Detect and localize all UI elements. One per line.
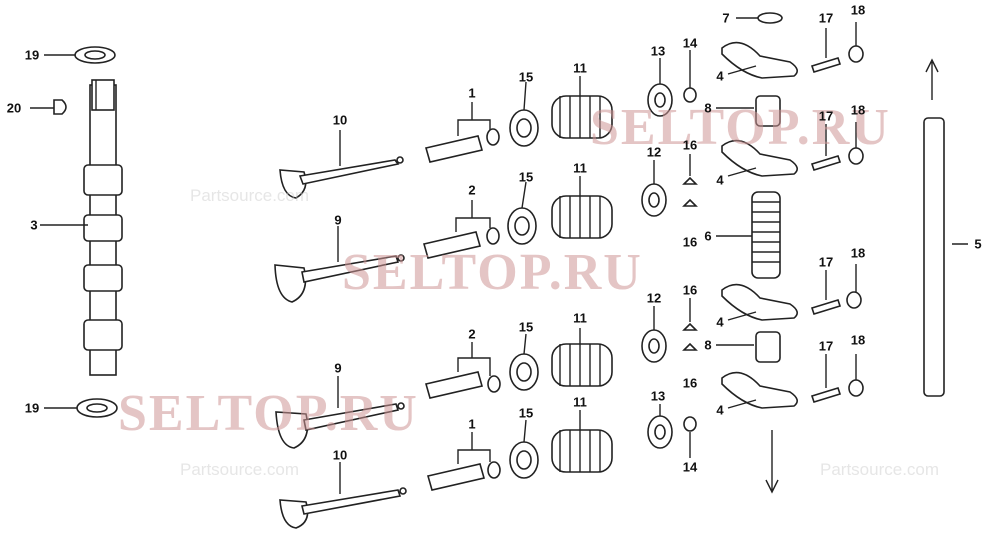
label-15-b: 15 <box>518 169 534 185</box>
label-13-top: 13 <box>650 43 666 59</box>
label-15-c: 15 <box>518 319 534 335</box>
label-17-b: 17 <box>818 108 834 124</box>
label-1-bottom: 1 <box>468 416 476 432</box>
label-4-b: 4 <box>716 172 724 188</box>
label-9-top: 9 <box>334 212 342 228</box>
label-12-top: 12 <box>646 144 662 160</box>
label-8-top: 8 <box>704 100 712 116</box>
watermark-main-3: SELTOP.RU <box>118 385 419 442</box>
watermark-sub-2: Partsource.com <box>180 460 300 479</box>
label-20: 20 <box>6 100 22 116</box>
label-9-bottom: 9 <box>334 360 342 376</box>
label-11-d: 11 <box>573 394 587 410</box>
label-11-a: 11 <box>573 60 587 76</box>
label-16-b: 16 <box>682 234 698 250</box>
label-11-b: 11 <box>573 160 587 176</box>
label-18-c: 18 <box>850 245 866 261</box>
label-11-c: 11 <box>573 310 587 326</box>
label-16-c: 16 <box>682 282 698 298</box>
label-3: 3 <box>30 217 38 233</box>
label-4-a: 4 <box>716 68 724 84</box>
watermark-main-1: SELTOP.RU <box>590 99 891 156</box>
label-13-bottom: 13 <box>650 388 666 404</box>
label-17-a: 17 <box>818 10 834 26</box>
label-4-c: 4 <box>716 314 724 330</box>
label-19-top: 19 <box>24 47 40 63</box>
label-2-top: 2 <box>468 182 476 198</box>
label-18-a: 18 <box>850 2 866 18</box>
label-18-b: 18 <box>850 102 866 118</box>
valve-9-top <box>274 254 405 303</box>
label-2-bottom: 2 <box>468 326 476 342</box>
watermark-sub-1: Partsource.com <box>190 186 310 205</box>
label-10-bottom: 10 <box>332 447 348 463</box>
camshaft <box>83 79 123 376</box>
springs-11 <box>551 95 613 473</box>
label-17-c: 17 <box>818 254 834 270</box>
valve-9-bottom <box>275 402 405 449</box>
label-1-top: 1 <box>468 85 476 101</box>
watermark-main-2: SELTOP.RU <box>342 244 643 301</box>
watermark-sub-3: Partsource.com <box>820 460 940 479</box>
label-10-top: 10 <box>332 112 348 128</box>
screws-17 <box>810 57 842 403</box>
rocker-shaft-5 <box>923 117 945 397</box>
valve-10-top <box>279 156 404 199</box>
label-8-bottom: 8 <box>704 337 712 353</box>
label-7: 7 <box>722 10 730 26</box>
label-17-d: 17 <box>818 338 834 354</box>
plug-20 <box>53 99 67 115</box>
valve-10-bottom <box>279 487 407 529</box>
rocker-arms-4 <box>721 41 798 409</box>
guides <box>422 128 501 491</box>
label-19-bottom: 19 <box>24 400 40 416</box>
label-15-a: 15 <box>518 69 534 85</box>
label-12-bottom: 12 <box>646 290 662 306</box>
label-16-d: 16 <box>682 375 698 391</box>
label-18-d: 18 <box>850 332 866 348</box>
label-16-a: 16 <box>682 137 698 153</box>
label-14-top: 14 <box>682 35 698 51</box>
label-14-bottom: 14 <box>682 459 698 475</box>
label-5: 5 <box>974 236 982 252</box>
label-6: 6 <box>704 228 712 244</box>
label-15-d: 15 <box>518 405 534 421</box>
label-4-d: 4 <box>716 402 724 418</box>
